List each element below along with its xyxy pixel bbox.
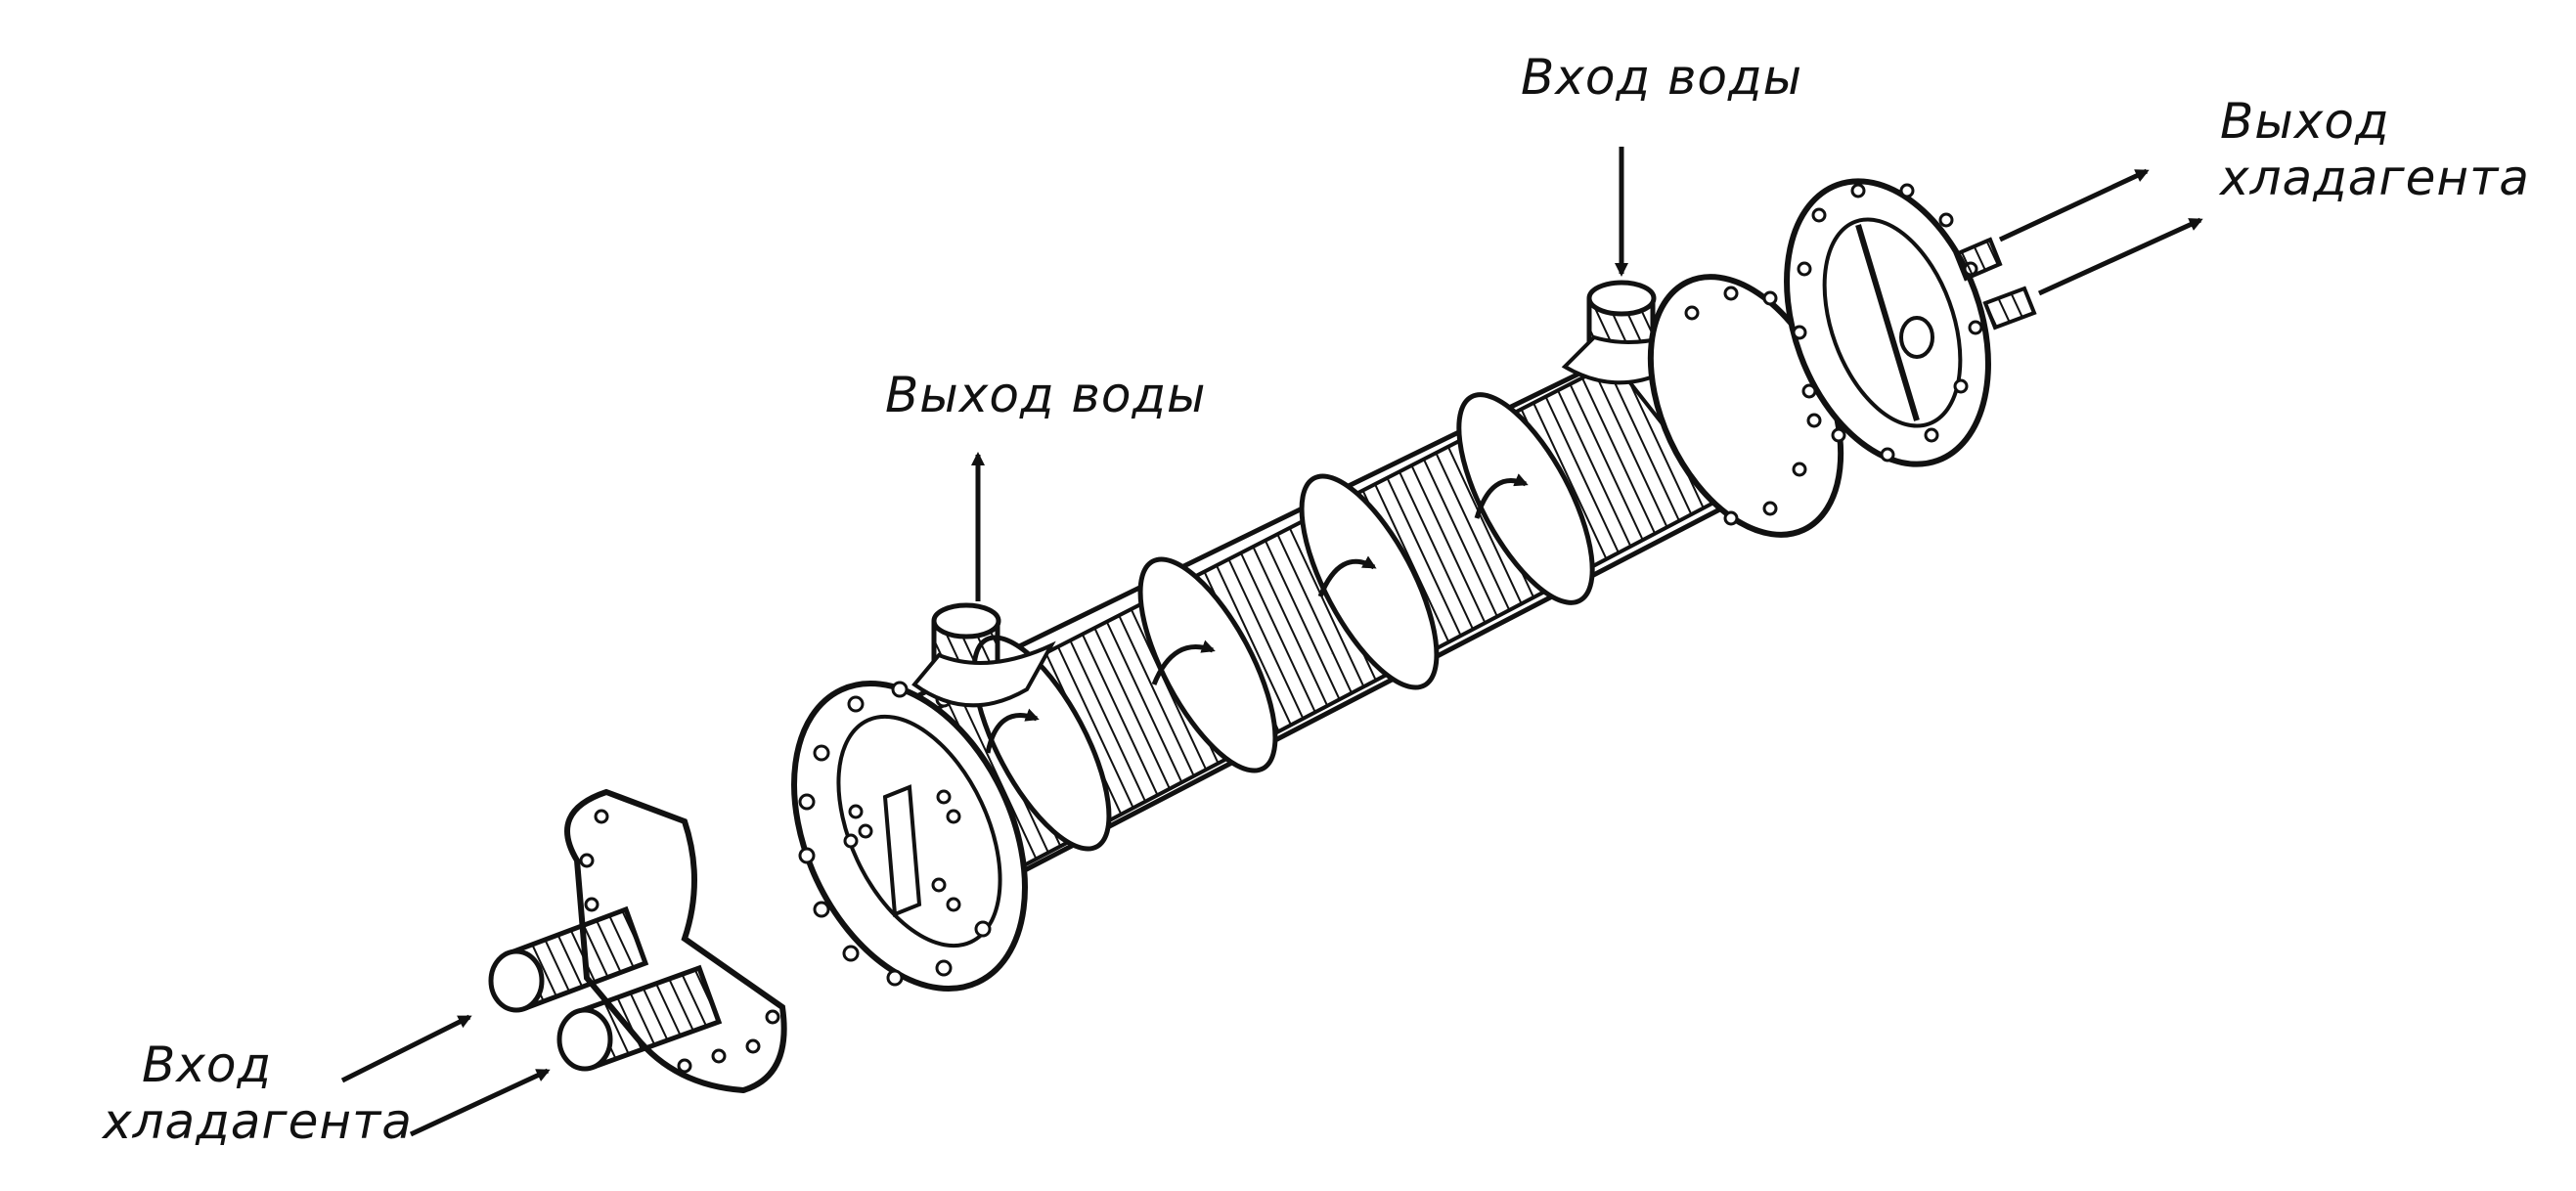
water-inlet-label-text: Вход воды <box>1521 49 1803 106</box>
refrigerant-outlet-label-line2: хладагента <box>2220 150 2530 206</box>
baffle-3 <box>1299 473 1440 690</box>
refrigerant-inlet-label-line1: Вход <box>142 1037 273 1093</box>
water-outlet-label-text: Выход воды <box>885 367 1207 423</box>
left-end-cover <box>488 788 787 1094</box>
baffle-4 <box>1456 392 1595 605</box>
water-outlet-label: Выход воды <box>885 367 1207 423</box>
water-inlet-label: Вход воды <box>1521 49 1802 106</box>
left-tube-sheet <box>791 681 1028 992</box>
refrigerant-outlet-label-line1: Выход <box>2220 93 2390 150</box>
refrigerant-inlet-arrow-1 <box>340 1014 472 1083</box>
right-end-cover <box>1784 178 2037 467</box>
refrigerant-inlet-pipes <box>488 905 723 1072</box>
refrigerant-inlet-arrow-2 <box>409 1068 551 1137</box>
refrigerant-outlet-label: Выход хладагента <box>2220 93 2530 206</box>
refrigerant-inlet-label-line2: хладагента <box>103 1093 413 1150</box>
internal-flow-arrows <box>985 473 1529 754</box>
refrigerant-outlet-arrow-2 <box>2037 217 2203 296</box>
water-outlet-nozzle <box>911 602 1056 708</box>
baffle-2 <box>1137 556 1278 773</box>
refrigerant-inlet-label: Вход хладагента <box>103 1037 413 1150</box>
flow-arrows <box>340 147 2203 1137</box>
refrigerant-outlet-arrow-1 <box>1998 168 2150 243</box>
